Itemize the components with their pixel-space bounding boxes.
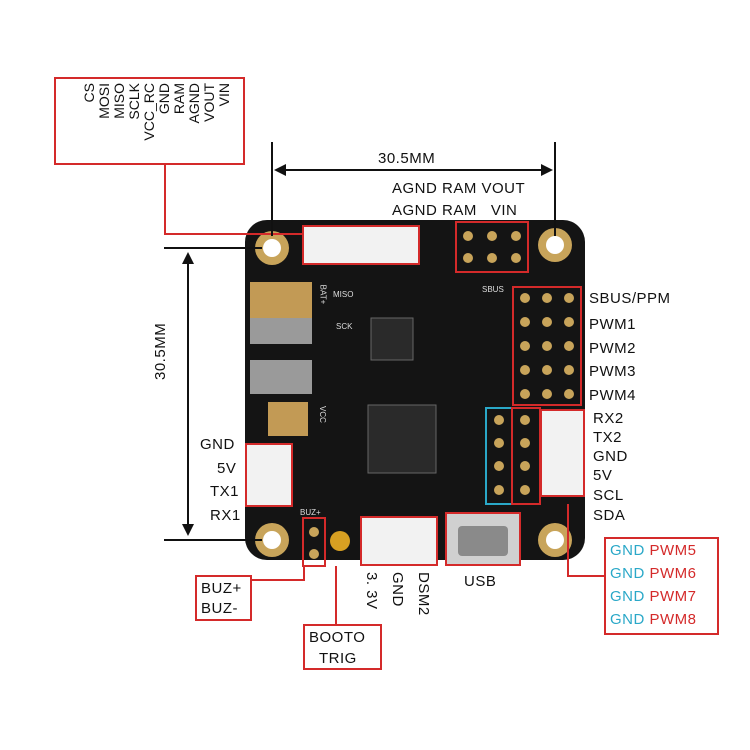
pin-label-pwm3: PWM3	[589, 363, 636, 380]
uart2-connector	[540, 409, 585, 497]
pin-label-sda: SDA	[593, 507, 626, 524]
silk-vcc: VCC	[317, 406, 327, 423]
spi-pin-label: MISO	[111, 83, 127, 119]
pin-label-rx2: RX2	[593, 410, 624, 427]
pin-label-gnd-uart1: GND	[200, 436, 235, 453]
pwm5-label: PWM5	[649, 542, 697, 559]
pin-label-rx1: RX1	[210, 507, 241, 524]
gnd-label: GND	[610, 588, 645, 605]
spi-pin-box: VIN VOUT AGND RAM GND VCC_RC SCLK MISO M…	[54, 77, 245, 165]
top-pin-header	[455, 221, 529, 273]
buzzer-pads	[302, 517, 326, 567]
dimension-lines	[164, 142, 556, 541]
pin-label-pwm2: PWM2	[589, 340, 636, 357]
spi-pin-label: VCC_RC	[141, 83, 157, 141]
pwm6-label: PWM6	[649, 565, 697, 582]
spi-pin-label: RAM	[171, 83, 187, 115]
mcu-chip	[367, 404, 437, 474]
pin-label-sbus: SBUS/PPM	[589, 290, 671, 307]
uart1-connector	[245, 443, 293, 507]
pin-label-dsm2: DSM2	[415, 572, 432, 616]
silk-sbus: SBUS	[482, 285, 504, 294]
pwm-pin-header	[512, 286, 582, 406]
spi-pin-label: CS	[81, 83, 97, 103]
spi-pin-label: VOUT	[201, 83, 217, 122]
pin-label-pwm4: PWM4	[589, 387, 636, 404]
pin-label-5v-uart1: 5V	[217, 460, 237, 477]
buzzer-label-box: BUZ+ BUZ-	[195, 575, 252, 621]
boot-line1-label: BOOTO	[309, 629, 366, 646]
board-pcb	[245, 220, 585, 560]
silk-bat: BAT+	[318, 284, 328, 305]
pin-label-gnd-dsm: GND	[389, 572, 406, 607]
spi-pin-label: GND	[156, 83, 172, 115]
pin-label-scl: SCL	[593, 487, 624, 504]
buzzer-plus-label: BUZ+	[201, 580, 242, 597]
gnd-label: GND	[610, 542, 645, 559]
top-header-row2-label: AGND RAM VIN	[392, 202, 518, 219]
spi-pin-label: VIN	[216, 83, 232, 107]
pwm7-label: PWM7	[649, 588, 697, 605]
dsm2-connector	[360, 516, 438, 566]
boot-label-box: BOOTO TRIG	[303, 624, 382, 670]
pwm-extra-box: GND PWM5 GND PWM6 GND PWM7 GND PWM8	[604, 537, 719, 635]
pin-label-3v3: 3. 3V	[363, 572, 380, 610]
boot-pad	[330, 531, 350, 551]
pin-label-tx1: TX1	[210, 483, 240, 500]
pin-label-tx2: TX2	[593, 429, 623, 446]
usb-label: USB	[464, 573, 497, 590]
height-dimension-label: 30.5MM	[152, 322, 169, 380]
silk-sck: SCK	[336, 322, 353, 331]
boot-line2-label: TRIG	[319, 650, 357, 667]
leader-lines	[164, 164, 604, 632]
pin-label-pwm1: PWM1	[589, 316, 636, 333]
pwm8-label: PWM8	[649, 611, 697, 628]
silk-miso: MISO	[333, 290, 354, 299]
gnd-label: GND	[610, 611, 645, 628]
pin-label-5v: 5V	[593, 467, 613, 484]
spi-pin-label: SCLK	[126, 83, 142, 120]
pin-label-gnd: GND	[593, 448, 628, 465]
spi-connector	[302, 225, 420, 265]
spi-pin-label: AGND	[186, 83, 202, 124]
width-dimension-label: 30.5MM	[378, 150, 436, 167]
gyro-chip	[370, 317, 414, 361]
power-pads	[250, 282, 312, 436]
gnd-label: GND	[610, 565, 645, 582]
silk-buz: BUZ+	[300, 508, 321, 517]
top-header-row1-label: AGND RAM VOUT	[392, 180, 526, 197]
buzzer-minus-label: BUZ-	[201, 600, 238, 617]
spi-pin-label: MOSI	[96, 83, 112, 119]
